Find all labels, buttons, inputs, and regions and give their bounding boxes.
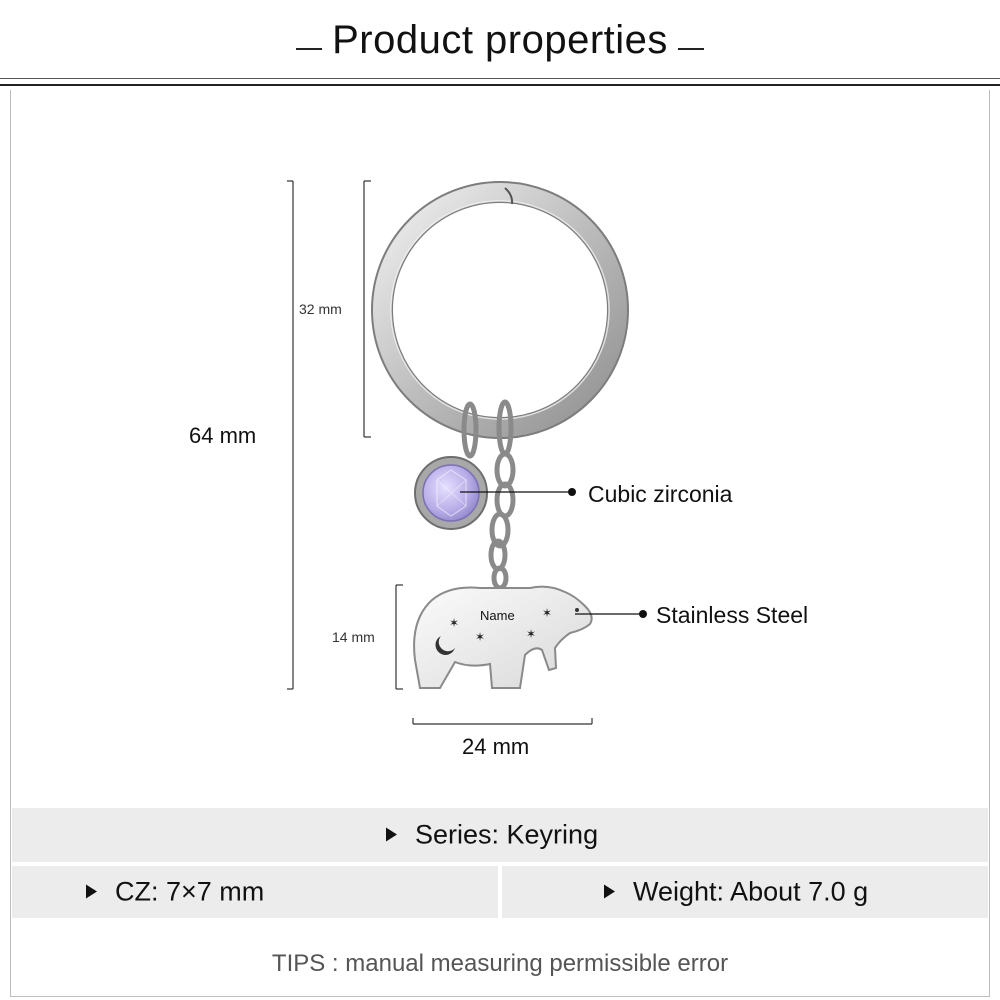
jump-rings	[461, 399, 516, 591]
dimension-line-charm-width	[412, 718, 593, 725]
split-ring	[371, 181, 629, 439]
callout-line-stone	[460, 488, 576, 496]
spec-bar-weight: Weight: About 7.0 g	[502, 866, 988, 918]
bear-charm: ✶ ✶ ✶ ✶ Name	[413, 585, 593, 689]
weight-label: Weight: About 7.0 g	[633, 876, 869, 907]
stone-callout-label: Cubic zirconia	[588, 481, 733, 507]
birthstone-charm	[414, 456, 488, 530]
dimension-line-total	[287, 180, 294, 690]
moon-icon	[435, 636, 455, 655]
tips-note: TIPS : manual measuring permissible erro…	[271, 950, 729, 977]
title-left-dash	[295, 47, 322, 50]
star-icon: ✶	[475, 630, 485, 644]
bullet-triangle-icon	[86, 884, 97, 899]
title-right-dash	[678, 47, 705, 50]
bullet-triangle-icon	[604, 884, 615, 899]
charm-width-label: 24 mm	[462, 734, 530, 759]
spec-bar-cz: CZ: 7×7 mm	[12, 866, 498, 918]
series-label: Series: Keyring	[415, 819, 599, 850]
spec-bar-series: Series: Keyring	[12, 808, 988, 862]
ring-diameter-label: 32 mm	[299, 301, 342, 317]
header: Product properties	[0, 0, 1000, 86]
callout-line-material	[575, 610, 647, 618]
dimension-line-ring	[363, 180, 371, 438]
star-icon: ✶	[542, 606, 552, 620]
star-icon: ✶	[526, 627, 536, 641]
charm-height-label: 14 mm	[332, 629, 375, 645]
content-frame	[10, 90, 990, 997]
bullet-triangle-icon	[386, 827, 397, 842]
total-height-label: 64 mm	[189, 423, 257, 448]
material-callout-label: Stainless Steel	[656, 602, 809, 628]
cz-label: CZ: 7×7 mm	[115, 876, 265, 907]
page-title: Product properties	[332, 18, 668, 62]
header-divider-thick	[0, 84, 1000, 86]
header-divider-thin	[0, 78, 1000, 79]
star-icon: ✶	[449, 616, 459, 630]
engraving-name: Name	[480, 608, 515, 623]
keyring-illustration: ✶ ✶ ✶ ✶ Name	[287, 180, 647, 725]
dimension-line-charm-height	[395, 584, 403, 690]
